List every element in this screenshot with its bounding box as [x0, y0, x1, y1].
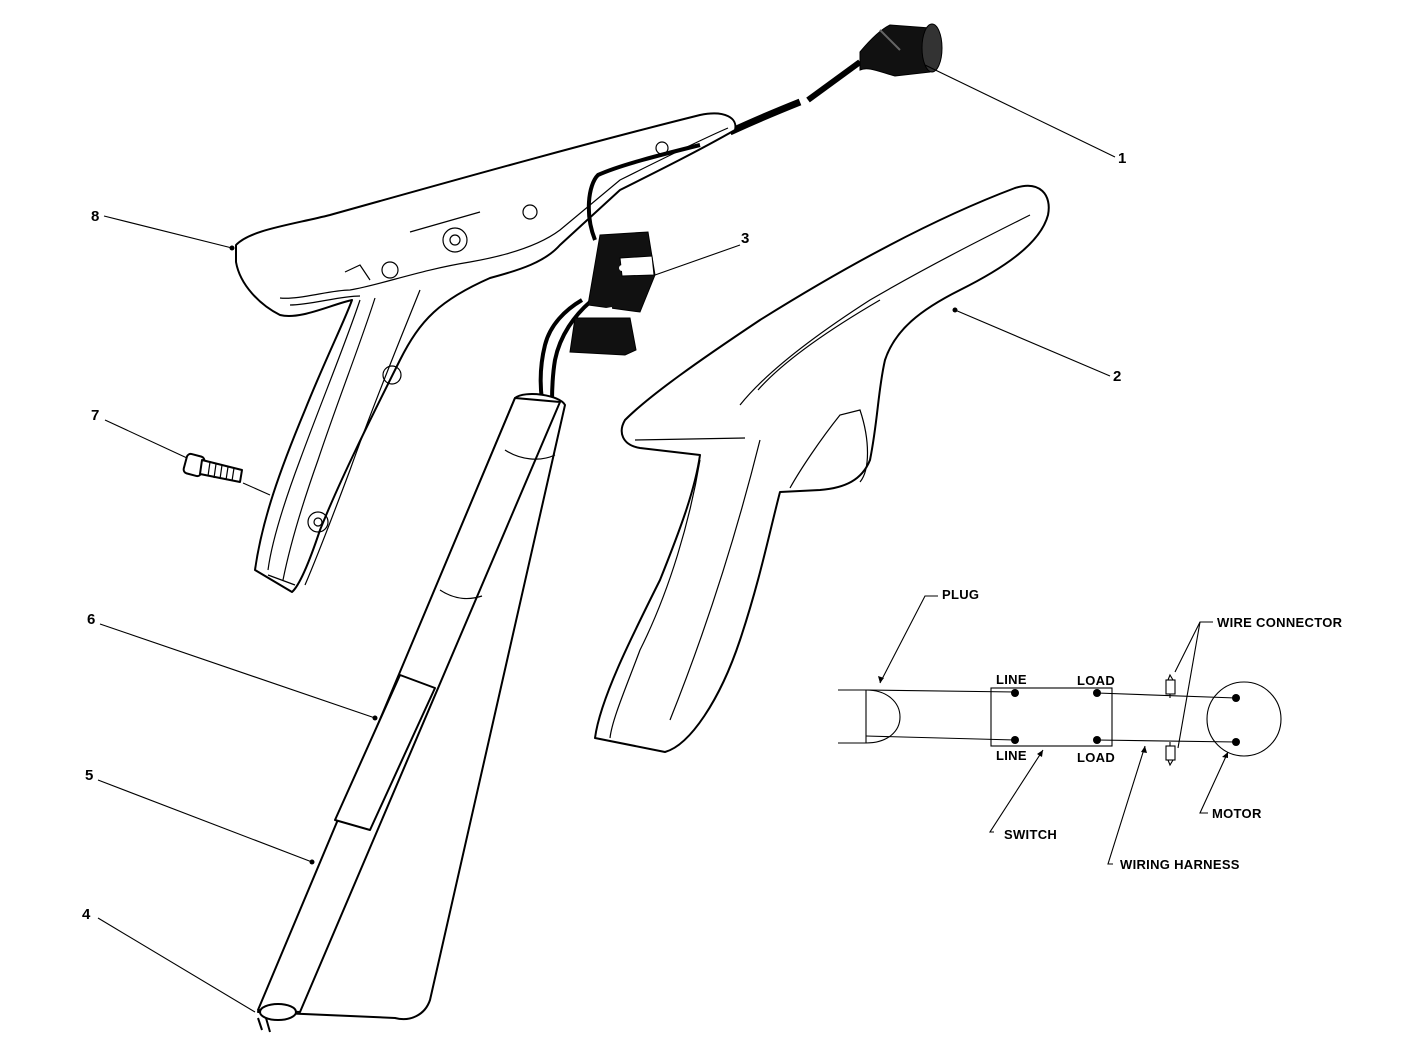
- callout-3: 3: [741, 230, 749, 247]
- part-1-plug-cord: [728, 23, 943, 136]
- label-wire-connector: WIRE CONNECTOR: [1217, 615, 1343, 630]
- callout-1: 1: [1118, 150, 1126, 167]
- part-7-screw: [182, 452, 243, 483]
- callout-leaders: [97, 64, 1116, 1013]
- callout-6: 6: [87, 611, 95, 628]
- label-wiring-harness: WIRING HARNESS: [1120, 857, 1240, 872]
- label-load-bottom: LOAD: [1077, 750, 1115, 765]
- part-8-handle-half: [235, 112, 737, 593]
- wire-connector-symbols: [1165, 673, 1176, 767]
- label-load-top: LOAD: [1077, 673, 1115, 688]
- part-3-switch: [569, 231, 656, 356]
- label-plug: PLUG: [942, 587, 979, 602]
- motor-symbol: [1206, 681, 1282, 757]
- wiring-schematic: PLUG WIRE CONNECTOR LINE LOAD LINE LOAD …: [838, 587, 1343, 872]
- plug-symbol: [838, 689, 901, 744]
- label-switch: SWITCH: [1004, 827, 1057, 842]
- label-motor: MOTOR: [1212, 806, 1262, 821]
- label-line-bottom: LINE: [996, 748, 1027, 763]
- label-line-top: LINE: [996, 672, 1027, 687]
- callout-2: 2: [1113, 368, 1121, 385]
- part-2-handle-cover: [594, 184, 1050, 753]
- callout-7: 7: [91, 407, 99, 424]
- callout-5: 5: [85, 767, 93, 784]
- switch-symbol: [990, 687, 1113, 747]
- callout-4: 4: [82, 906, 91, 923]
- callout-8: 8: [91, 208, 99, 225]
- parts-4-5-6-tube: [257, 393, 566, 1033]
- callout-numbers: 1 2 3 4 5 6 7 8: [82, 150, 1126, 923]
- internal-wires: [538, 143, 701, 403]
